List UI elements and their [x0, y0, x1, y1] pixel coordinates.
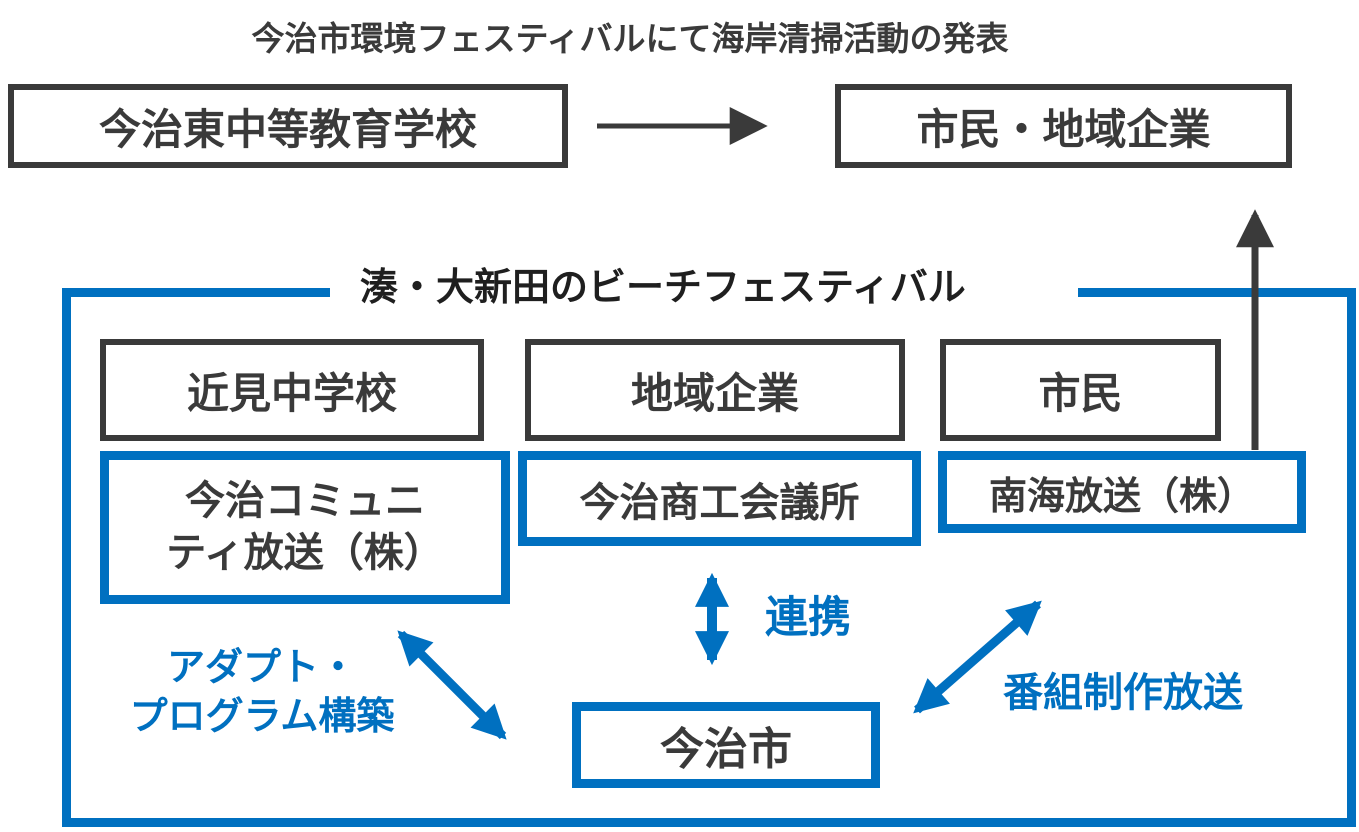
- event-caption: 今治市環境フェスティバルにて海岸清掃活動の発表: [251, 20, 1009, 57]
- adopt-program-label-line2: プログラム構築: [129, 695, 395, 738]
- citizens-box: 市民: [940, 339, 1221, 441]
- imabari-city-box: 今治市: [572, 702, 880, 788]
- school-box: 今治東中等教育学校: [8, 84, 568, 168]
- community-broadcast-line1: 今治コミュニ: [185, 479, 425, 524]
- chamber-of-commerce-box: 今治商工会議所: [518, 451, 921, 546]
- cooperation-label: 連携: [765, 594, 851, 642]
- citizens-companies-box: 市民・地域企業: [835, 84, 1292, 168]
- community-broadcast-line2: ティ放送（株）: [166, 530, 444, 575]
- adopt-program-label-line1: アダプト・: [166, 647, 357, 689]
- community-broadcast-box: 今治コミュニ ティ放送（株）: [100, 451, 510, 604]
- festival-title: 湊・大新田のビーチフェスティバル: [330, 243, 1078, 323]
- adopt-program-label: アダプト・ プログラム構築: [112, 644, 412, 741]
- nankai-broadcast-box: 南海放送（株）: [938, 451, 1306, 533]
- chikami-school-box: 近見中学校: [100, 339, 484, 441]
- program-broadcast-label: 番組制作放送: [1003, 671, 1243, 715]
- local-companies-box: 地域企業: [525, 339, 905, 441]
